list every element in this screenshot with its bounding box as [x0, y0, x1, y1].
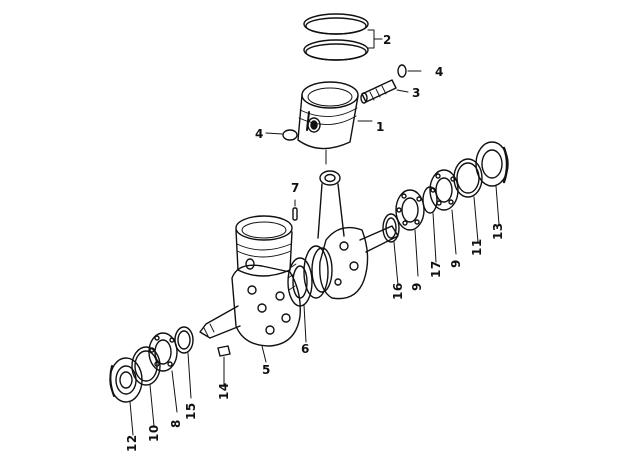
callout-13: 13 [491, 222, 505, 240]
callout-9-right: 9 [449, 259, 463, 268]
right-shaft-parts [382, 141, 509, 286]
callout-9-left: 9 [410, 282, 424, 291]
wrist-pin [360, 79, 409, 104]
callout-2: 2 [383, 33, 392, 47]
callout-1: 1 [376, 120, 385, 134]
callout-12: 12 [125, 434, 139, 452]
callout-15: 15 [184, 402, 198, 420]
callout-4-left: 4 [255, 127, 264, 141]
callout-16: 16 [391, 282, 405, 300]
circlips [265, 64, 422, 141]
callout-10: 10 [147, 424, 161, 442]
callout-11: 11 [470, 238, 484, 256]
left-shaft-parts [109, 326, 231, 436]
callout-6: 6 [301, 342, 310, 356]
crankshaft [199, 225, 399, 347]
leader-5 [261, 345, 267, 363]
center-bearing-6 [287, 257, 313, 343]
callout-14: 14 [217, 382, 231, 400]
connecting-rod [317, 170, 345, 239]
piston [297, 81, 373, 165]
callout-4-top: 4 [435, 65, 444, 79]
callout-3: 3 [412, 86, 421, 100]
key-7 [292, 199, 298, 221]
callout-7: 7 [291, 181, 300, 195]
callout-8: 8 [169, 419, 183, 428]
callout-5: 5 [262, 363, 271, 377]
piston-rings [303, 13, 383, 61]
callout-17: 17 [429, 260, 443, 278]
